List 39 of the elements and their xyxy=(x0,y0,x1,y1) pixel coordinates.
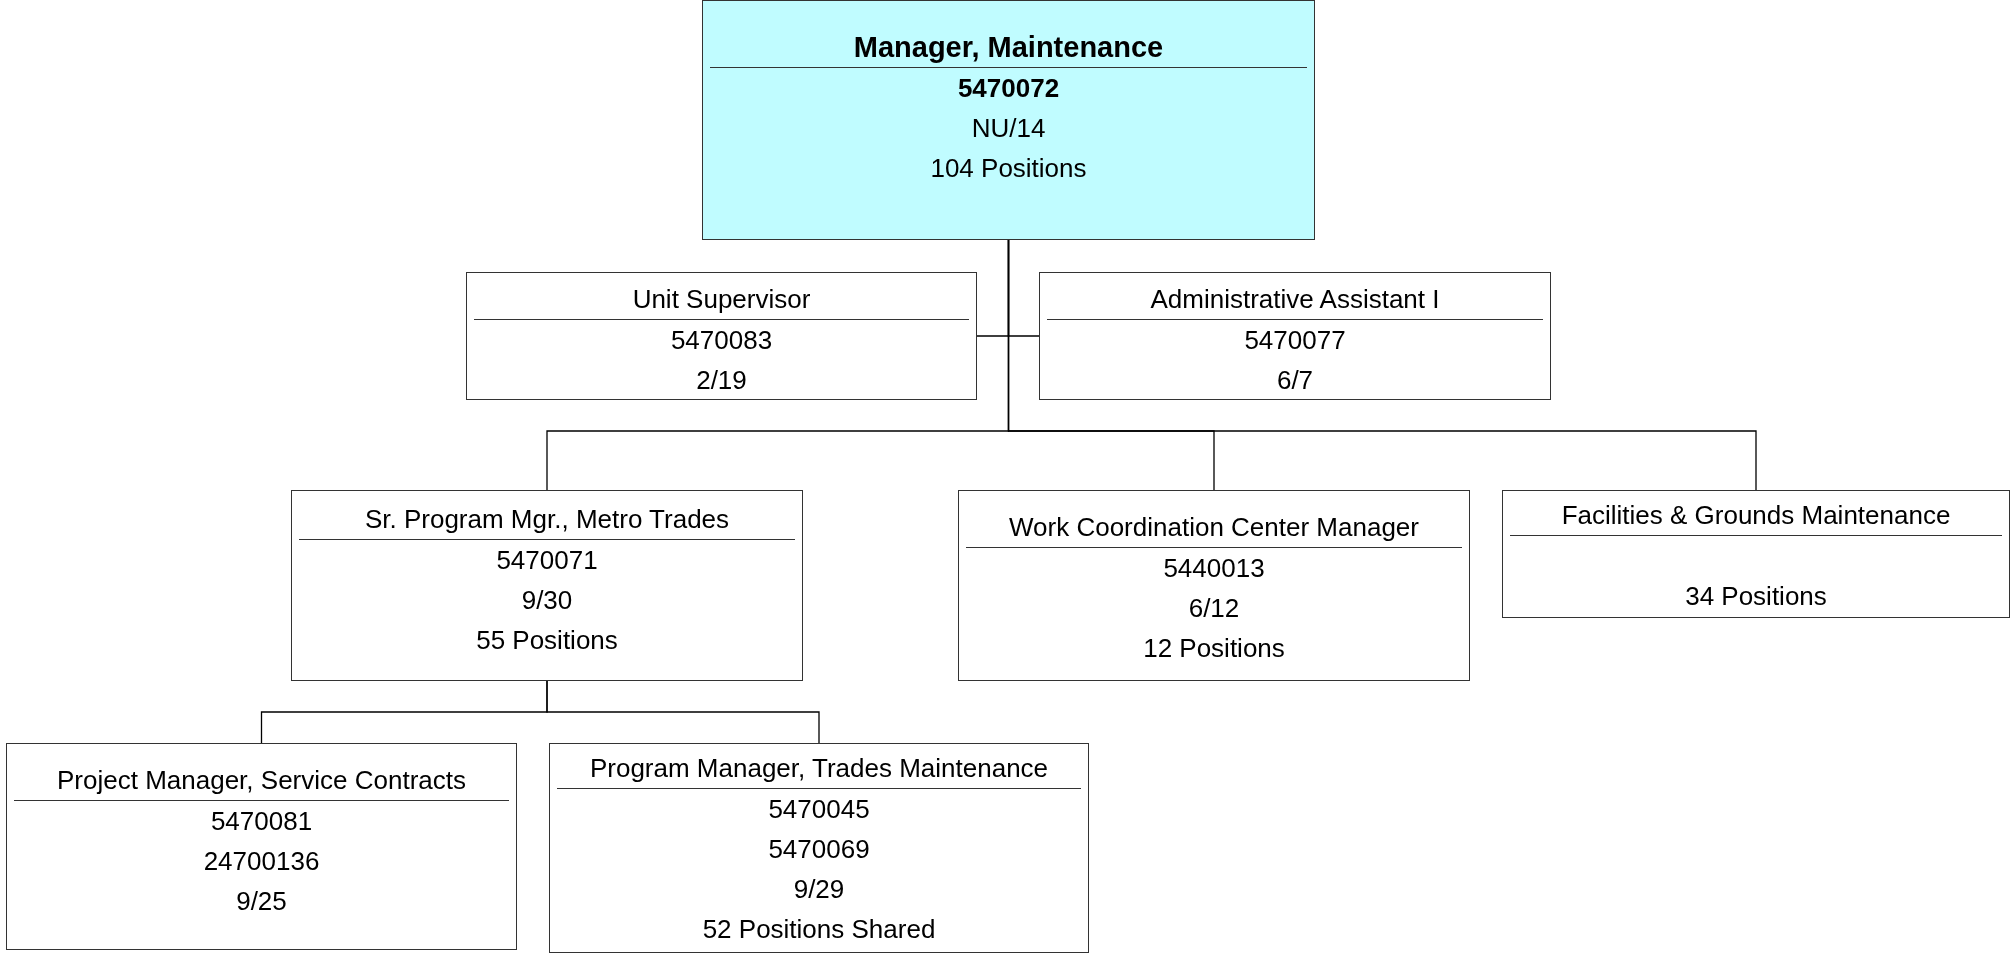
position-title: Work Coordination Center Manager xyxy=(966,507,1462,548)
position-box xyxy=(291,490,803,681)
position-detail: 5440013 xyxy=(1163,552,1265,585)
position-box xyxy=(1039,272,1551,400)
position-title: Facilities & Grounds Maintenance xyxy=(1510,495,2002,536)
position-detail: 5470077 xyxy=(1244,324,1346,357)
position-detail: 55 Positions xyxy=(476,624,618,657)
position-detail: 6/7 xyxy=(1276,364,1314,397)
position-detail: 104 Positions xyxy=(930,152,1087,185)
position-detail: 9/25 xyxy=(236,885,287,918)
position-detail: 24700136 xyxy=(203,845,320,878)
position-detail: 6/12 xyxy=(1188,592,1240,625)
position-title: Sr. Program Mgr., Metro Trades xyxy=(299,499,795,540)
position-title: Project Manager, Service Contracts xyxy=(14,760,509,801)
position-box xyxy=(702,0,1315,240)
position-box xyxy=(958,490,1470,681)
position-detail: 12 Positions xyxy=(1143,632,1285,665)
position-box xyxy=(549,743,1089,953)
position-detail: 5470083 xyxy=(670,324,773,357)
position-detail: 2/19 xyxy=(696,364,747,397)
position-box xyxy=(1502,490,2010,618)
position-detail: 34 Positions xyxy=(1685,580,1827,613)
position-title: Administrative Assistant I xyxy=(1047,279,1543,320)
position-box xyxy=(466,272,977,400)
position-detail: 5470081 xyxy=(210,805,313,838)
position-title: Manager, Maintenance xyxy=(710,27,1307,68)
position-detail: 9/29 xyxy=(793,873,845,906)
position-detail: NU/14 xyxy=(971,112,1046,145)
position-detail: 5470069 xyxy=(768,833,870,866)
connector-line xyxy=(1007,239,1757,491)
connector-line xyxy=(546,680,820,744)
position-detail: 9/30 xyxy=(521,584,573,617)
position-title: Program Manager, Trades Maintenance xyxy=(557,748,1081,789)
position-detail: 5470072 xyxy=(957,72,1060,105)
position-title: Unit Supervisor xyxy=(474,279,969,320)
position-detail: 52 Positions Shared xyxy=(702,913,936,946)
position-detail: 5470071 xyxy=(496,544,598,577)
position-box xyxy=(6,743,517,950)
position-detail: 5470045 xyxy=(768,793,870,826)
